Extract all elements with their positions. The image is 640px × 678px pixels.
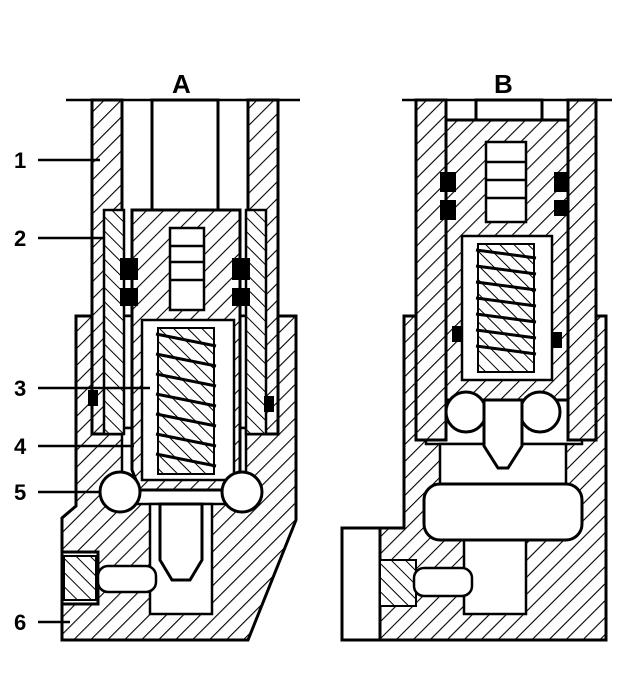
spring-b	[475, 243, 537, 373]
callout-3: 3	[14, 376, 26, 401]
view-b: B	[340, 69, 612, 642]
callout-4: 4	[14, 434, 27, 459]
callout-6: 6	[14, 610, 26, 635]
callout-1: 1	[14, 148, 26, 173]
view-a: A	[60, 69, 300, 642]
callout-5: 5	[14, 480, 26, 505]
view-b-title: B	[494, 69, 513, 99]
callouts: 1 2 3 4 5 6	[14, 148, 150, 635]
view-a-title: A	[172, 69, 191, 99]
spring-a	[155, 327, 217, 475]
callout-2: 2	[14, 226, 26, 251]
